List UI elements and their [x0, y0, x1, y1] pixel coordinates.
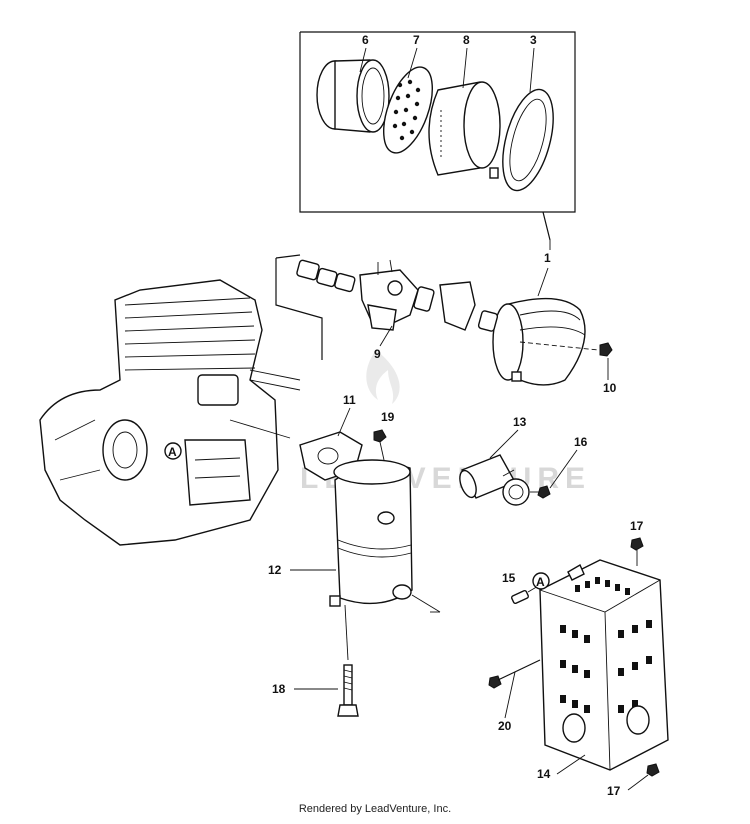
- carburetor-gasket-group: [275, 254, 499, 360]
- callout-17-top: 17: [630, 519, 644, 533]
- spark-arrestor-part-13: [459, 454, 530, 506]
- callout-3: 3: [530, 33, 537, 47]
- callout-14: 14: [537, 767, 551, 781]
- air-filter-element-part-8: [428, 81, 501, 176]
- callout-10: 10: [603, 381, 617, 395]
- nut-part-10: [599, 342, 613, 357]
- screw-part-17-top: [630, 537, 644, 551]
- callout-1: 1: [544, 251, 551, 265]
- callout-20: 20: [498, 719, 512, 733]
- callout-6: 6: [362, 33, 369, 47]
- engine-block: [39, 279, 301, 546]
- rendered-by-footer: Rendered by LeadVenture, Inc.: [298, 803, 452, 815]
- muffler-part-12: [329, 459, 441, 613]
- callout-8: 8: [463, 33, 470, 47]
- screw-part-17-bottom: [646, 763, 660, 777]
- air-cleaner-assembly-part-1: [492, 297, 586, 386]
- callout-17-bottom: 17: [607, 784, 621, 798]
- leadventure-watermark-logo: [366, 350, 400, 404]
- air-cleaner-cover-part-6: [316, 59, 390, 133]
- callout-19: 19: [381, 410, 395, 424]
- muffler-guard-part-14: [539, 559, 669, 771]
- callout-9: 9: [374, 347, 381, 361]
- bolt-part-19: [373, 429, 387, 461]
- air-cleaner-screen-part-7: [383, 66, 433, 154]
- screw-part-16: [530, 485, 551, 499]
- callout-18: 18: [272, 682, 286, 696]
- callout-12: 12: [268, 563, 282, 577]
- reference-mark-a-engine: A: [164, 442, 182, 460]
- bolt-part-18: [337, 664, 359, 717]
- callout-13: 13: [513, 415, 527, 429]
- reference-mark-a-guard: A: [532, 572, 550, 590]
- air-cleaner-outer-cover-part-3: [489, 88, 554, 192]
- screw-part-20: [488, 659, 541, 689]
- reference-mark-a1-label: A: [168, 445, 177, 459]
- callout-11: 11: [343, 393, 356, 407]
- reference-mark-a2-label: A: [536, 575, 545, 589]
- callout-16: 16: [574, 435, 588, 449]
- callout-15: 15: [502, 571, 516, 585]
- callout-7: 7: [413, 33, 420, 47]
- air-cleaner-detail-box: [299, 31, 576, 241]
